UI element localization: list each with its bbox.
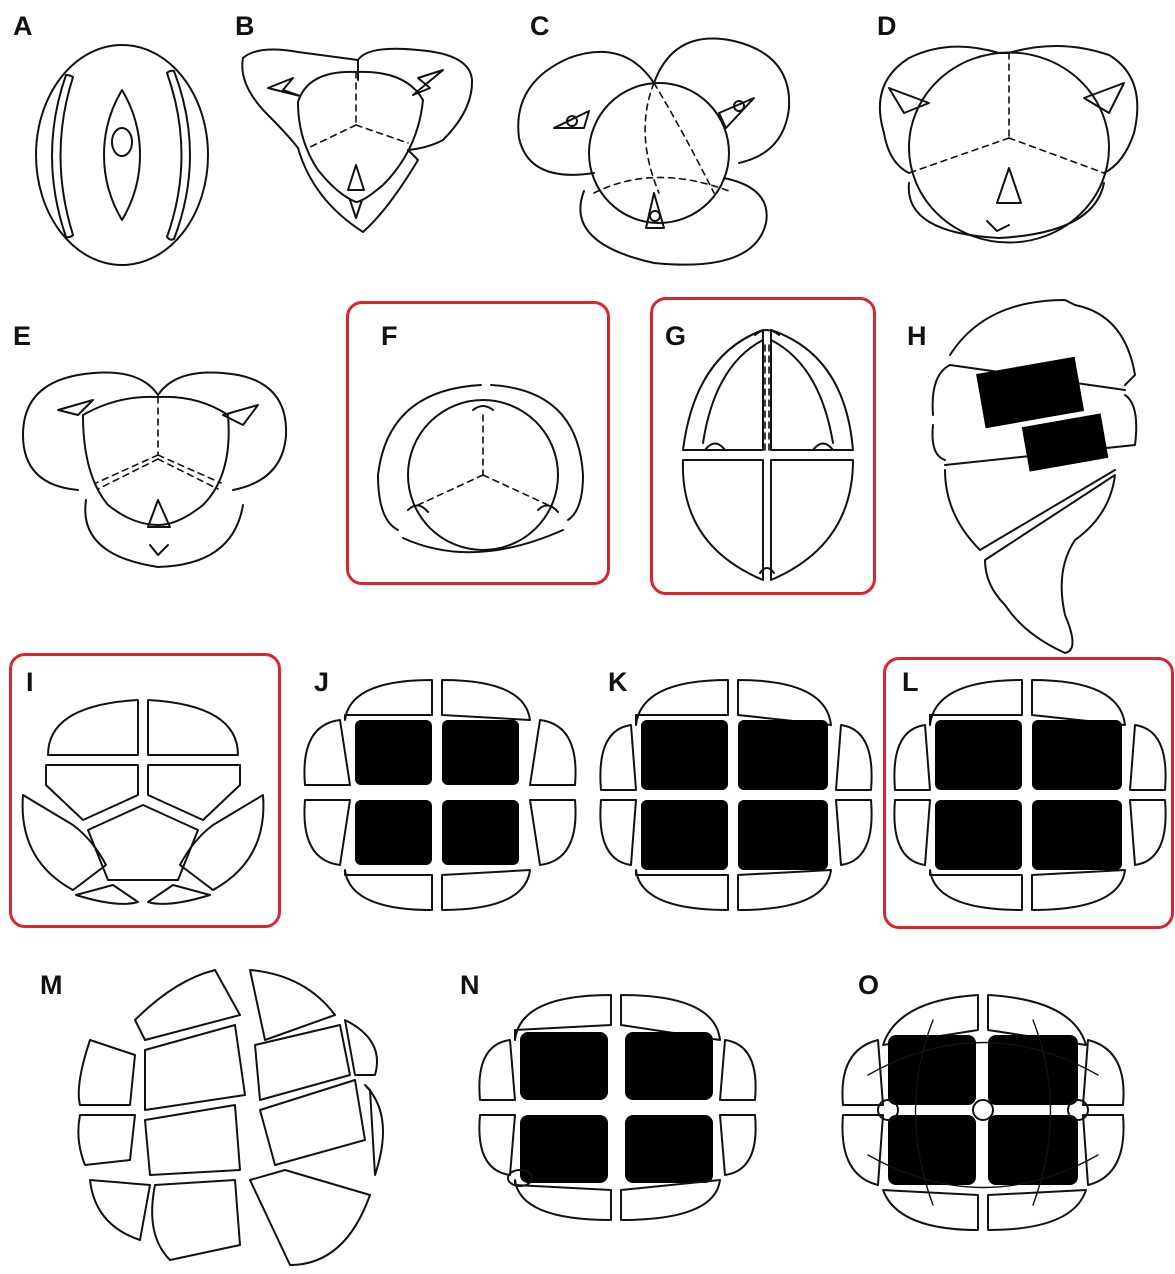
panel-c-diagram: [514, 33, 804, 273]
panel-l-diagram: [890, 675, 1170, 915]
panel-d-diagram: [869, 43, 1149, 243]
panel-a-diagram: [28, 45, 218, 270]
panel-o-diagram: [838, 990, 1128, 1235]
panel-m-diagram: [75, 965, 395, 1270]
panel-f-diagram: [373, 380, 593, 570]
panel-label-a: A: [13, 13, 33, 40]
panel-j-diagram: [300, 675, 580, 915]
panel-g-diagram: [675, 325, 860, 585]
panel-label-f: F: [381, 323, 398, 350]
panel-label-m: M: [40, 972, 63, 999]
panel-i-diagram: [18, 690, 268, 910]
panel-k-diagram: [596, 675, 876, 915]
panel-label-d: D: [877, 13, 897, 40]
panel-b-diagram: [238, 40, 478, 240]
panel-h-diagram: [925, 295, 1145, 655]
panel-n-diagram: [475, 990, 760, 1225]
panel-label-b: B: [235, 13, 255, 40]
panel-label-e: E: [13, 323, 31, 350]
panel-e-diagram: [18, 355, 298, 575]
panel-label-h: H: [907, 323, 927, 350]
